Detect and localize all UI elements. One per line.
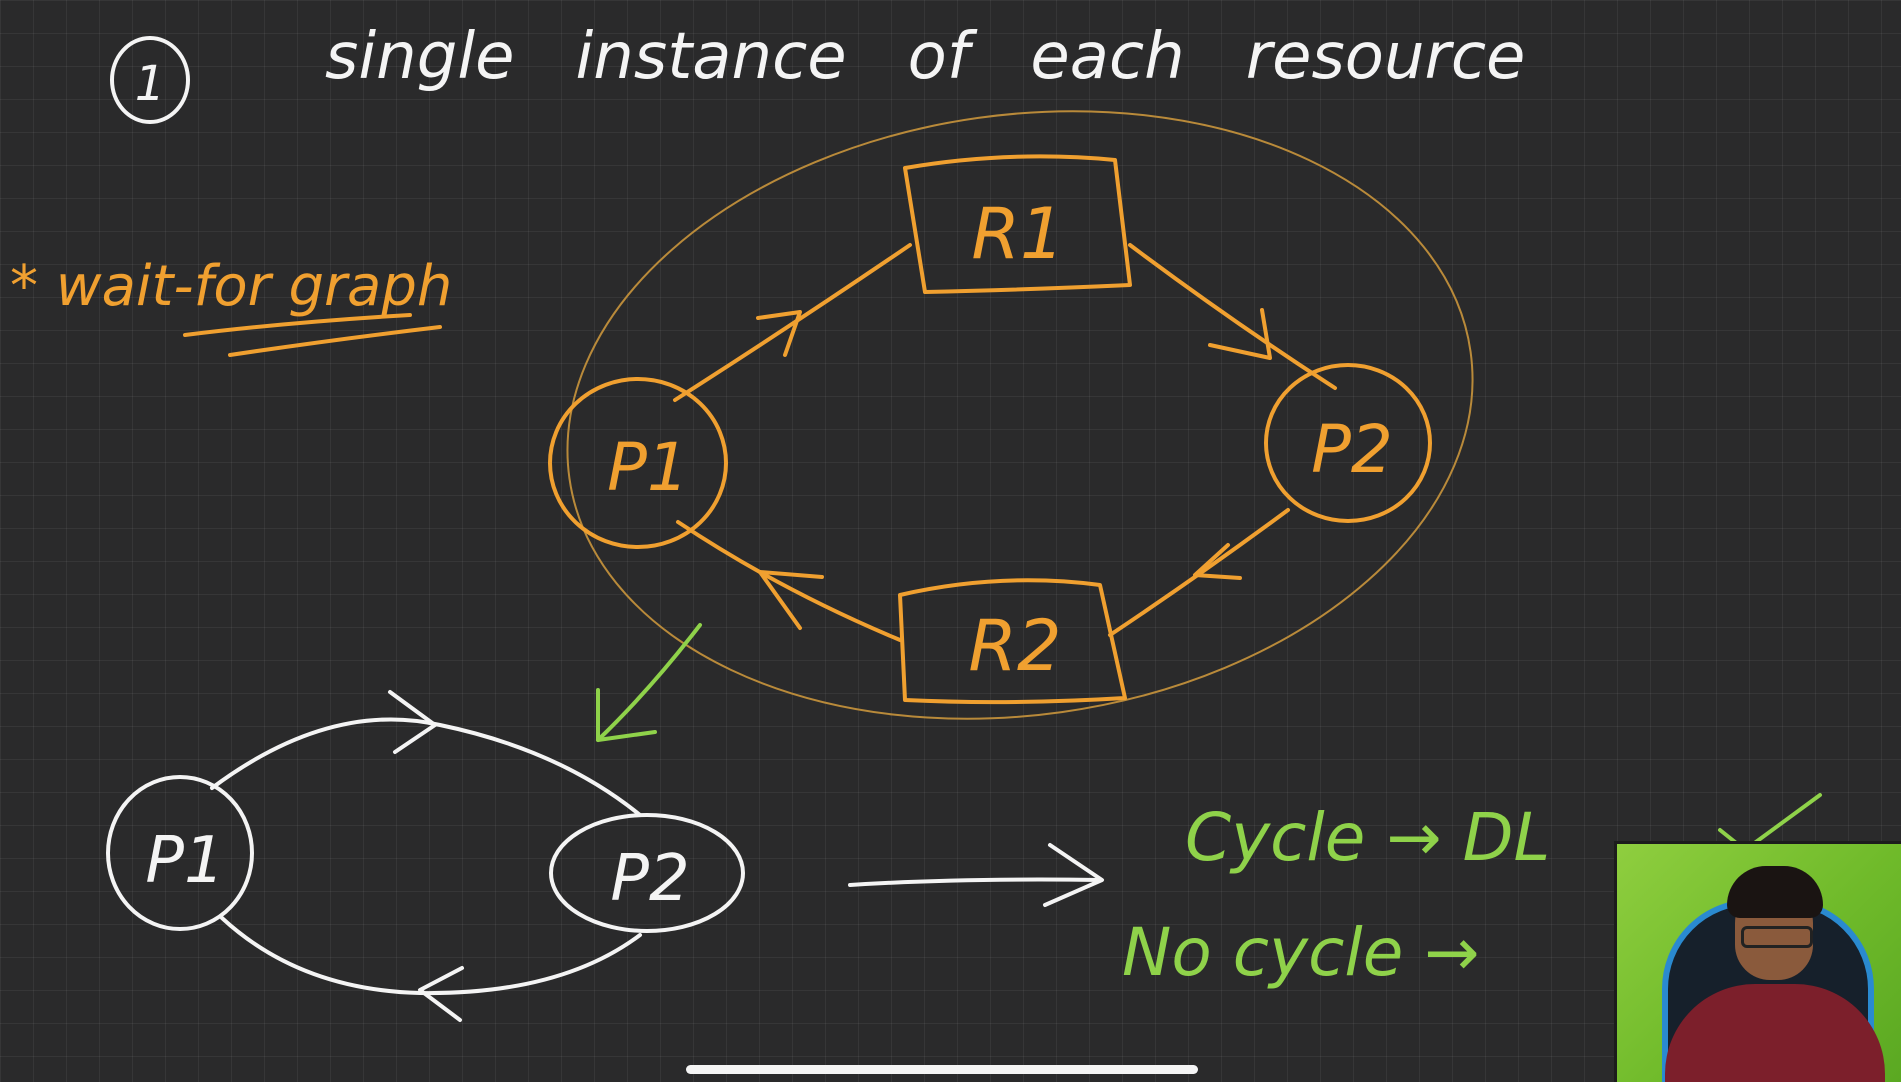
wfg-edge-p2-to-p1: [220, 916, 642, 996]
conclusions: Cycle → DL No cycle →: [1122, 793, 1822, 991]
side-note: * wait-for graph: [10, 254, 452, 357]
edge-p2-to-r2-arrowhead: [1193, 543, 1242, 580]
process-p2-circle: [1264, 363, 1432, 523]
side-note-text: * wait-for graph: [10, 254, 452, 319]
side-note-underline-2: [228, 325, 442, 357]
edge-r1-to-p2-arrowhead: [1208, 308, 1272, 360]
conversion-arrow: [596, 623, 702, 742]
edge-p1-to-r1: [673, 243, 912, 402]
wfg-p1-circle: [106, 775, 254, 931]
side-note-underline: [183, 313, 412, 337]
process-p2-label: P2: [1311, 411, 1393, 488]
edge-r2-to-p1-arrowhead: [758, 570, 824, 630]
conversion-arrow-shaft: [596, 623, 702, 742]
wfg-edge-p1-to-p2-arrowhead: [388, 690, 437, 754]
webcam-presenter-glasses: [1741, 926, 1813, 948]
implication-arrow: [848, 843, 1104, 907]
wfg-p2-circle: [549, 813, 745, 933]
resource-r2-label: R2: [968, 605, 1061, 687]
edge-r1-to-p2: [1128, 243, 1337, 390]
resource-r2-box: [898, 578, 1127, 705]
conclusion-cycle: Cycle → DL: [1185, 799, 1550, 876]
heading-number-circle: [110, 36, 190, 124]
process-p1-circle: [548, 377, 728, 549]
wfg-edge-p2-to-p1-arrowhead: [418, 966, 464, 1022]
edge-r2-to-p1: [676, 520, 902, 642]
conversion-arrow-head: [596, 688, 657, 742]
edge-p1-to-r1-arrowhead: [756, 310, 802, 357]
heading-text: single instance of each resource: [325, 20, 1525, 94]
webcam-overlay: [1614, 841, 1901, 1082]
wfg-p1-label: P1: [145, 824, 224, 898]
conclusion-no-cycle: No cycle →: [1122, 914, 1480, 991]
heading: 1 single instance of each resource: [110, 20, 1525, 124]
process-p1-label: P1: [607, 429, 689, 506]
wfg-p2-label: P2: [610, 842, 689, 916]
resource-allocation-graph: R1 R2 P1 P2: [548, 154, 1432, 705]
implication-arrow-shaft: [848, 877, 1102, 887]
implication-arrow-head: [1043, 843, 1104, 907]
cycle-highlight-ellipse: [566, 110, 1474, 720]
wait-for-graph: P1 P2: [106, 690, 745, 1022]
wfg-edge-p1-to-p2: [210, 717, 642, 817]
resource-r1-box: [903, 154, 1132, 294]
resource-r1-label: R1: [971, 193, 1064, 275]
heading-number: 1: [135, 56, 166, 112]
home-indicator-bar[interactable]: [686, 1065, 1198, 1074]
webcam-presenter-hair: [1727, 866, 1823, 918]
